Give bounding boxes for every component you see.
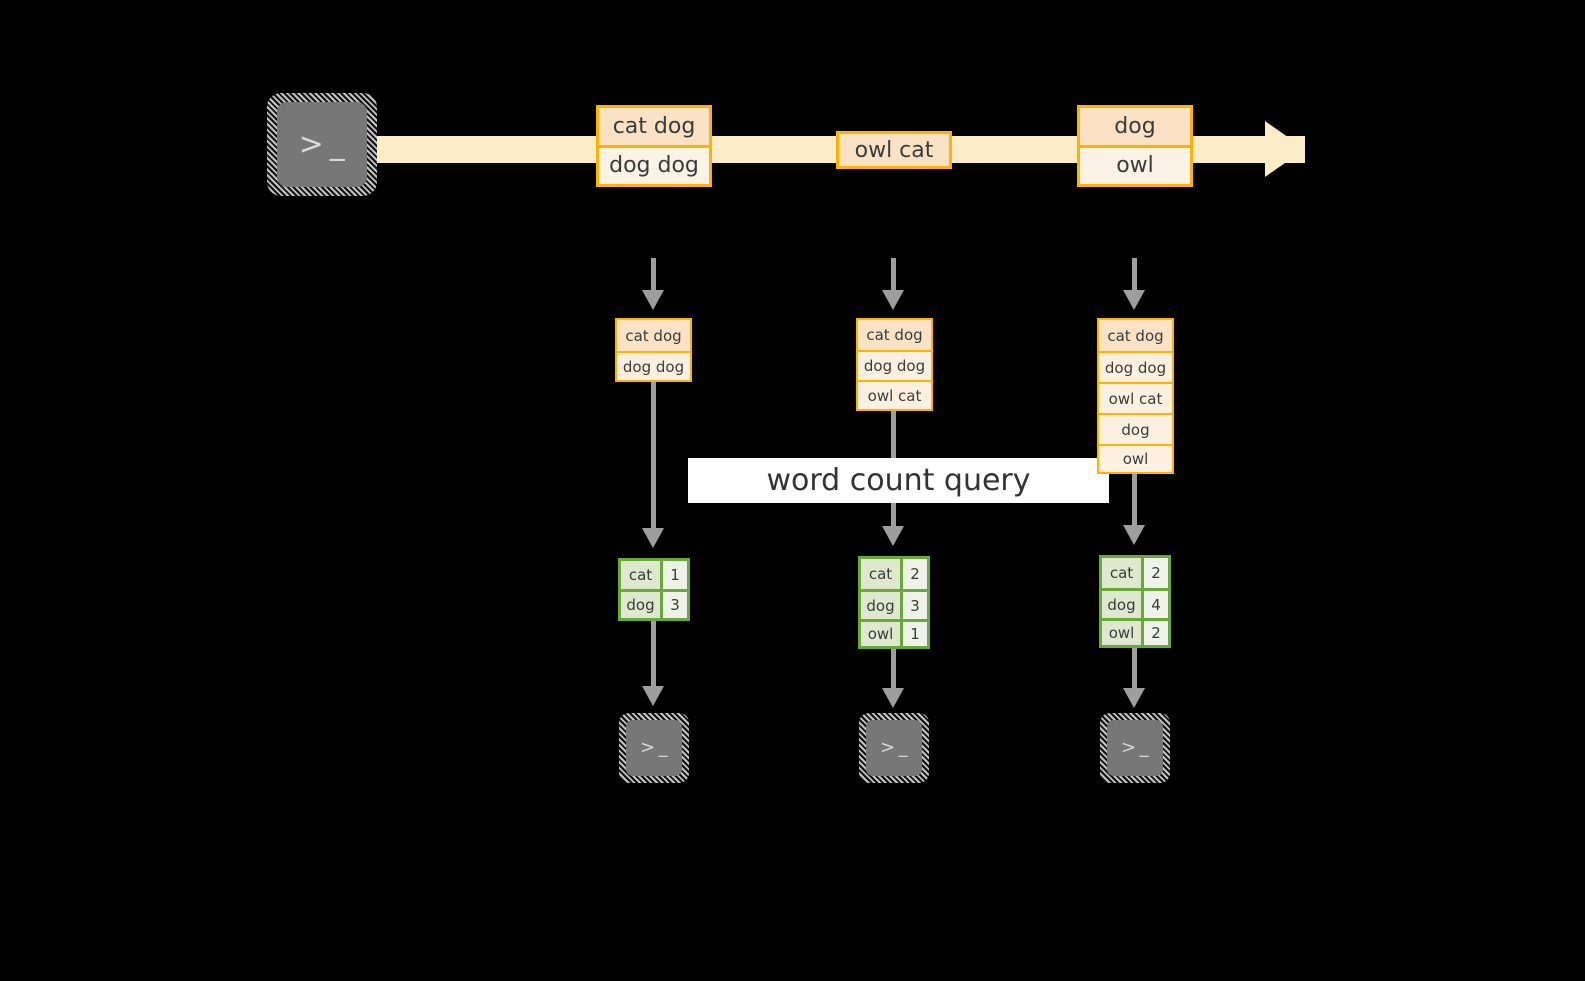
terminal-prompt-icon: > _	[1121, 739, 1149, 757]
input-state-line: owl cat	[858, 380, 931, 409]
stream-event-line: dog dog	[599, 144, 709, 184]
input-state-line: dog dog	[617, 351, 690, 380]
stream-event-3[interactable]: dog owl	[1077, 105, 1193, 187]
terminal-cursor-glyph: _	[1139, 737, 1150, 758]
query-connector-arrowhead-1	[642, 528, 664, 548]
terminal-cursor-glyph: _	[898, 737, 909, 758]
input-state-line: dog dog	[1099, 351, 1172, 382]
result-count: 1	[663, 561, 687, 590]
input-state-3[interactable]: cat dog dog dog owl cat dog owl	[1097, 318, 1174, 474]
result-word: dog	[621, 592, 663, 618]
table-row: owl 2	[1102, 618, 1168, 645]
query-connector-arrowhead-3	[1123, 525, 1145, 545]
terminal-prompt-icon: > _	[640, 739, 668, 757]
sink-terminal-2[interactable]: > _	[859, 713, 929, 783]
input-state-line: cat dog	[1099, 320, 1172, 351]
input-state-line: cat dog	[617, 320, 690, 351]
result-word: owl	[861, 622, 903, 646]
result-count: 3	[903, 592, 927, 619]
result-count: 2	[903, 559, 927, 589]
input-state-line: cat dog	[858, 320, 931, 350]
result-word: cat	[861, 559, 903, 589]
trigger-connector-1	[651, 258, 656, 292]
sink-connector-1	[651, 621, 656, 689]
sink-connector-arrowhead-1	[642, 686, 664, 706]
result-count: 1	[903, 622, 927, 646]
result-count: 4	[1144, 591, 1168, 618]
input-state-line: dog dog	[858, 350, 931, 380]
query-banner: word count query	[688, 458, 1109, 503]
terminal-gt-glyph: >	[298, 126, 325, 162]
terminal-prompt-icon: > _	[880, 739, 908, 757]
table-row: cat 2	[1102, 558, 1168, 588]
sink-connector-arrowhead-3	[1123, 688, 1145, 708]
sink-connector-arrowhead-2	[882, 688, 904, 708]
table-row: cat 1	[621, 561, 687, 590]
trigger-connector-arrowhead-3	[1123, 290, 1145, 310]
result-table-2[interactable]: cat 2 dog 3 owl 1	[858, 556, 930, 649]
stream-event-line: dog	[1080, 108, 1190, 145]
terminal-gt-glyph: >	[639, 737, 656, 758]
query-banner-label: word count query	[766, 463, 1031, 498]
input-state-line: owl	[1099, 444, 1172, 472]
table-row: cat 2	[861, 559, 927, 589]
table-row: dog 4	[1102, 588, 1168, 618]
result-count: 2	[1144, 558, 1168, 588]
table-row: owl 1	[861, 619, 927, 646]
input-state-line: owl cat	[1099, 382, 1172, 413]
result-word: dog	[861, 592, 903, 619]
result-word: owl	[1102, 621, 1144, 645]
sink-terminal-1[interactable]: > _	[619, 713, 689, 783]
stream-event-line: owl cat	[839, 134, 949, 166]
trigger-connector-arrowhead-2	[882, 290, 904, 310]
stream-event-line: cat dog	[599, 108, 709, 145]
input-state-2[interactable]: cat dog dog dog owl cat	[856, 318, 933, 411]
sink-connector-2	[891, 649, 896, 691]
input-state-line: dog	[1099, 413, 1172, 444]
table-row: dog 3	[621, 589, 687, 618]
result-count: 3	[663, 592, 687, 618]
input-state-1[interactable]: cat dog dog dog	[615, 318, 692, 382]
terminal-prompt-icon: > _	[298, 126, 346, 162]
trigger-connector-arrowhead-1	[642, 290, 664, 310]
result-table-3[interactable]: cat 2 dog 4 owl 2	[1099, 555, 1171, 648]
table-row: dog 3	[861, 589, 927, 619]
stream-event-1[interactable]: cat dog dog dog	[596, 105, 712, 187]
terminal-gt-glyph: >	[879, 737, 896, 758]
result-count: 2	[1144, 621, 1168, 645]
stream-arrow-head	[1265, 121, 1305, 177]
terminal-gt-glyph: >	[1120, 737, 1137, 758]
query-connector-arrowhead-2	[882, 526, 904, 546]
sink-connector-3	[1132, 648, 1137, 691]
query-connector-1	[651, 382, 656, 530]
result-word: cat	[1102, 558, 1144, 588]
result-word: dog	[1102, 591, 1144, 618]
result-table-1[interactable]: cat 1 dog 3	[618, 558, 690, 621]
query-connector-3	[1132, 474, 1137, 528]
sink-terminal-3[interactable]: > _	[1100, 713, 1170, 783]
stream-event-line: owl	[1080, 144, 1190, 184]
terminal-cursor-glyph: _	[329, 126, 346, 162]
source-terminal[interactable]: > _	[267, 93, 377, 196]
stream-event-2[interactable]: owl cat	[836, 131, 952, 169]
terminal-cursor-glyph: _	[658, 737, 669, 758]
trigger-connector-3	[1132, 258, 1137, 292]
result-word: cat	[621, 561, 663, 590]
trigger-connector-2	[891, 258, 896, 292]
